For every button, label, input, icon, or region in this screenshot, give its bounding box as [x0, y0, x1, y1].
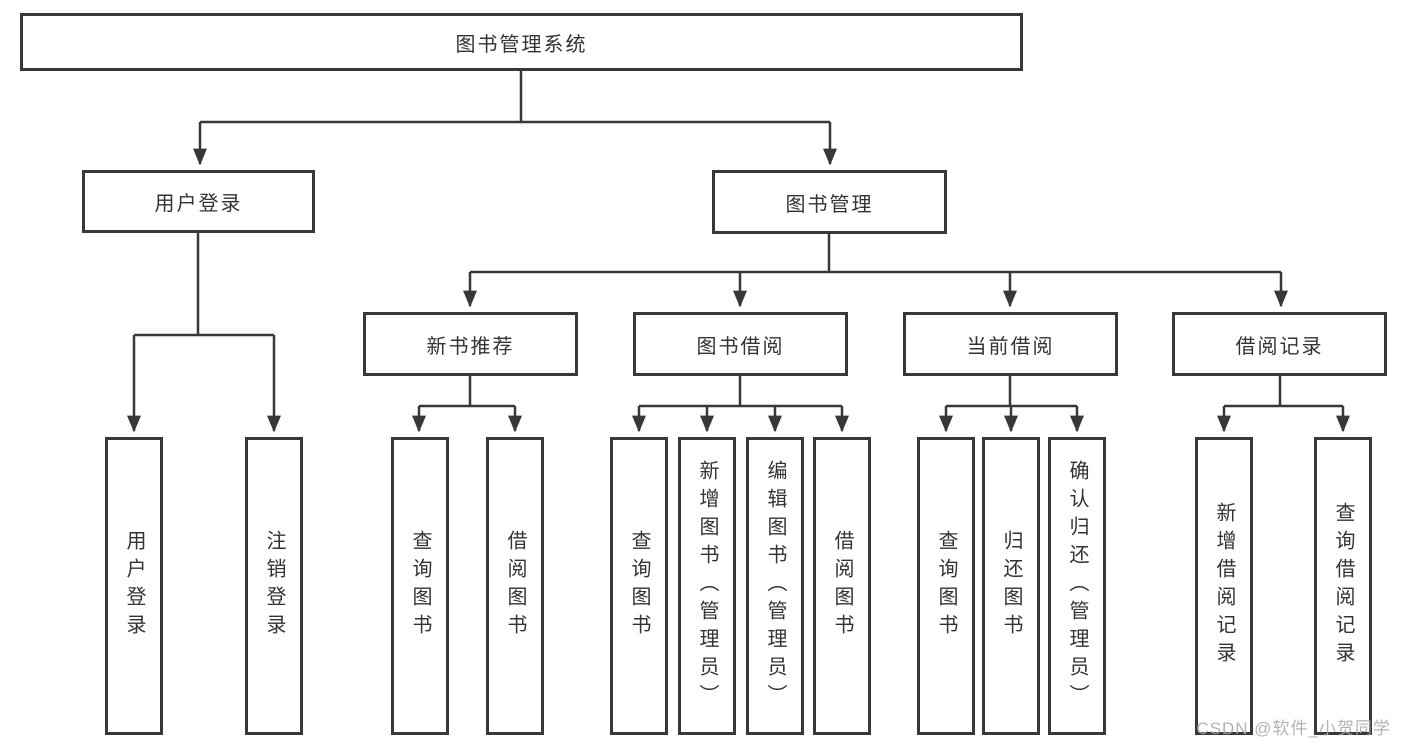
leaf-add-borrow-record: 新增借阅记录 — [1195, 437, 1253, 735]
node-current-borrow: 当前借阅 — [903, 312, 1118, 376]
node-label: 图书借阅 — [696, 335, 785, 358]
leaf-borrow-books-recommend: 借阅图书 — [486, 437, 544, 735]
node-label: 图书管理系统 — [455, 33, 588, 56]
node-label: 借阅记录 — [1235, 335, 1324, 358]
leaf-label: 确认归还（管理员） — [1066, 460, 1088, 712]
leaf-label: 用户登录 — [123, 530, 145, 642]
node-borrow-records: 借阅记录 — [1172, 312, 1387, 376]
leaf-borrow-books: 借阅图书 — [813, 437, 871, 735]
leaf-label: 借阅图书 — [504, 530, 526, 642]
leaf-logout: 注销登录 — [245, 437, 303, 735]
node-label: 用户登录 — [154, 193, 243, 215]
leaf-query-books-recommend: 查询图书 — [391, 437, 449, 735]
node-library-management-system: 图书管理系统 — [20, 13, 1023, 71]
node-label: 图书管理 — [785, 193, 874, 216]
leaf-label: 注销登录 — [263, 530, 285, 642]
leaf-label: 查询图书 — [409, 530, 431, 642]
leaf-return-books: 归还图书 — [982, 437, 1040, 735]
node-label: 新书推荐 — [426, 335, 515, 358]
leaf-label: 查询借阅记录 — [1332, 502, 1354, 670]
leaf-user-login: 用户登录 — [105, 437, 163, 735]
node-book-management: 图书管理 — [712, 170, 947, 234]
node-new-book-recommend: 新书推荐 — [363, 312, 578, 376]
node-user-login: 用户登录 — [82, 170, 315, 233]
leaf-label: 查询图书 — [935, 530, 957, 642]
leaf-query-borrow-record: 查询借阅记录 — [1314, 437, 1372, 735]
node-book-borrow: 图书借阅 — [633, 312, 848, 376]
leaf-label: 编辑图书（管理员） — [764, 460, 786, 712]
csdn-watermark: CSDN @软件_小贺同学 — [1196, 719, 1391, 738]
leaf-label: 新增图书（管理员） — [696, 460, 718, 712]
node-label: 当前借阅 — [966, 335, 1055, 358]
leaf-label: 查询图书 — [628, 530, 650, 642]
leaf-confirm-return-admin: 确认归还（管理员） — [1048, 437, 1106, 735]
leaf-add-books-admin: 新增图书（管理员） — [678, 437, 736, 735]
leaf-edit-books-admin: 编辑图书（管理员） — [746, 437, 804, 735]
leaf-query-books-current: 查询图书 — [917, 437, 975, 735]
leaf-label: 归还图书 — [1000, 530, 1022, 642]
leaf-query-books-borrow: 查询图书 — [610, 437, 668, 735]
leaf-label: 新增借阅记录 — [1213, 502, 1235, 670]
leaf-label: 借阅图书 — [831, 530, 853, 642]
